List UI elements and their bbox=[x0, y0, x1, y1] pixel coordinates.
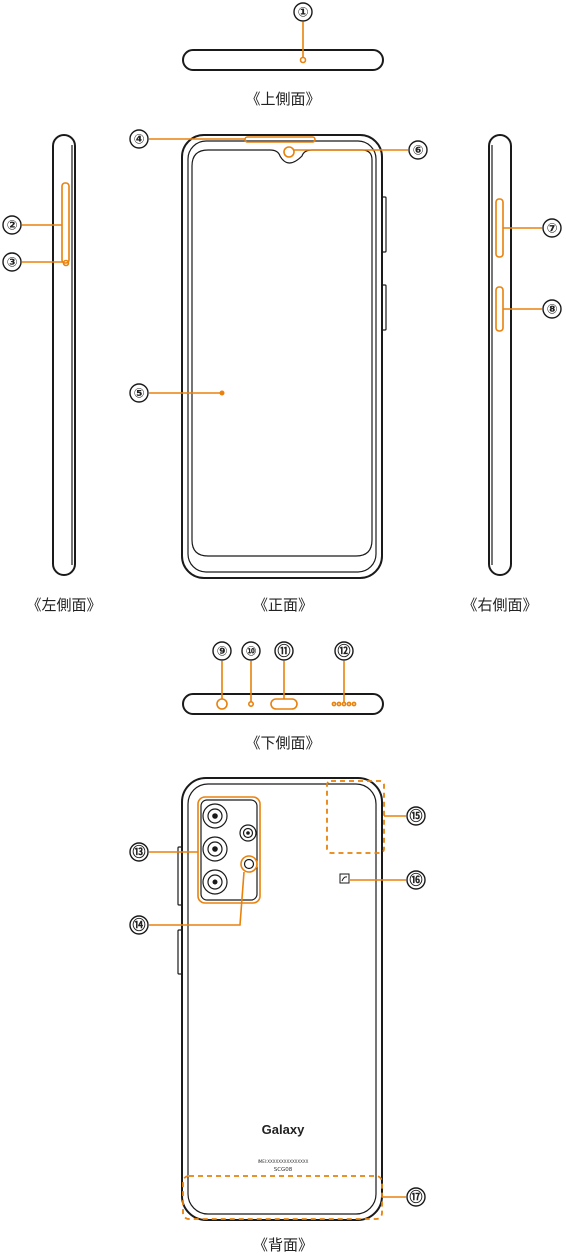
callout-13-label: ⑬ bbox=[132, 845, 145, 861]
top-mic-hole bbox=[299, 56, 307, 64]
caption-top: 《上側面》 bbox=[245, 90, 320, 108]
bottom-mic bbox=[248, 700, 255, 707]
callout-7-label: ⑦ bbox=[546, 222, 557, 237]
callout-4-label: ④ bbox=[133, 133, 144, 148]
back-inner-edge bbox=[187, 783, 377, 1215]
front-side-key-upper bbox=[381, 196, 387, 253]
callout-5-label: ⑤ bbox=[133, 387, 144, 402]
rear-camera-module bbox=[197, 796, 261, 904]
sim-tray bbox=[61, 182, 70, 264]
flash-light bbox=[240, 855, 258, 873]
back-side-key-lower bbox=[177, 929, 183, 975]
nfc-mark-icon bbox=[339, 873, 350, 884]
rear-camera-lens-1 bbox=[202, 803, 228, 829]
back-body bbox=[181, 777, 383, 1221]
callout-12-label: ⑫ bbox=[337, 644, 350, 660]
callout-14: ⑭ bbox=[129, 915, 149, 935]
leader-14 bbox=[149, 871, 245, 926]
top-side-view: ① 《上側面》 bbox=[182, 2, 384, 108]
callout-16-label: ⑯ bbox=[409, 873, 422, 889]
brand-logo: Galaxy bbox=[262, 1122, 305, 1137]
back-view: Galaxy IMEI:XXXXXXXXXXXXXXX SCG08 ⑬ ⑭ ⑮ … bbox=[129, 777, 426, 1254]
callout-15: ⑮ bbox=[406, 806, 426, 826]
callout-6: ⑥ bbox=[408, 140, 428, 160]
callout-4: ④ bbox=[129, 129, 149, 149]
earpiece bbox=[244, 136, 316, 143]
right-side-view: ⑦ ⑧ 《右側面》 bbox=[462, 134, 562, 614]
rear-camera-lens-4 bbox=[239, 824, 257, 842]
callout-10-label: ⑩ bbox=[245, 645, 256, 660]
callout-15-label: ⑮ bbox=[409, 809, 422, 825]
caption-bottom: 《下側面》 bbox=[245, 734, 320, 752]
callout-8-label: ⑧ bbox=[546, 303, 557, 318]
callout-8: ⑧ bbox=[542, 299, 562, 319]
usb-port bbox=[270, 698, 298, 710]
callout-12: ⑫ bbox=[334, 641, 354, 661]
rear-camera-lens-3 bbox=[202, 869, 228, 895]
caption-back: 《背面》 bbox=[253, 1236, 313, 1254]
camera-module-plate bbox=[200, 799, 258, 901]
callout-17-label: ⑰ bbox=[409, 1190, 422, 1206]
caption-front: 《正面》 bbox=[253, 596, 313, 614]
display-area bbox=[191, 149, 373, 557]
top-side-body bbox=[182, 49, 384, 71]
front-view: ④ ⑤ ⑥ 《正面》 bbox=[129, 129, 428, 614]
imei-print: IMEI:XXXXXXXXXXXXXXX bbox=[258, 1159, 309, 1164]
callout-11: ⑪ bbox=[274, 641, 294, 661]
bottom-side-body bbox=[182, 693, 384, 715]
earphone-jack bbox=[216, 698, 228, 710]
antenna-area-bottom bbox=[182, 1175, 383, 1220]
callout-7: ⑦ bbox=[542, 218, 562, 238]
front-bezel bbox=[187, 140, 377, 573]
caption-left: 《左側面》 bbox=[26, 596, 101, 614]
callout-6-label: ⑥ bbox=[412, 144, 423, 159]
callout-9: ⑨ bbox=[212, 641, 232, 661]
callout-17: ⑰ bbox=[406, 1187, 426, 1207]
front-body bbox=[181, 134, 383, 579]
callout-1-label: ① bbox=[297, 6, 308, 21]
back-side-key-upper bbox=[177, 846, 183, 906]
caption-right: 《右側面》 bbox=[462, 596, 537, 614]
sim-eject-hole bbox=[62, 259, 70, 267]
callout-3-label: ③ bbox=[6, 256, 17, 271]
rear-camera-lens-2 bbox=[202, 836, 228, 862]
callout-5: ⑤ bbox=[129, 383, 149, 403]
callout-1: ① bbox=[293, 2, 313, 22]
left-side-view: ② ③ 《左側面》 bbox=[2, 134, 102, 614]
callout-3: ③ bbox=[2, 252, 22, 272]
model-print: SCG08 bbox=[274, 1167, 293, 1173]
callout-2: ② bbox=[2, 215, 22, 235]
power-key bbox=[495, 286, 504, 332]
callout-13: ⑬ bbox=[129, 842, 149, 862]
flash-inner bbox=[243, 858, 255, 870]
front-camera bbox=[283, 146, 295, 158]
callout-10: ⑩ bbox=[241, 641, 261, 661]
callout-11-label: ⑪ bbox=[277, 644, 290, 660]
bottom-side-view: ⑨ ⑩ ⑪ ⑫ 《下側面》 bbox=[182, 641, 384, 752]
right-side-body bbox=[488, 134, 512, 576]
speaker-holes bbox=[331, 701, 357, 707]
front-side-key-lower bbox=[381, 284, 387, 331]
callout-9-label: ⑨ bbox=[216, 645, 227, 660]
callout-2-label: ② bbox=[6, 219, 17, 234]
left-side-body bbox=[52, 134, 76, 576]
volume-key bbox=[495, 198, 504, 258]
callout-14-label: ⑭ bbox=[132, 918, 145, 934]
callout-16: ⑯ bbox=[406, 870, 426, 890]
